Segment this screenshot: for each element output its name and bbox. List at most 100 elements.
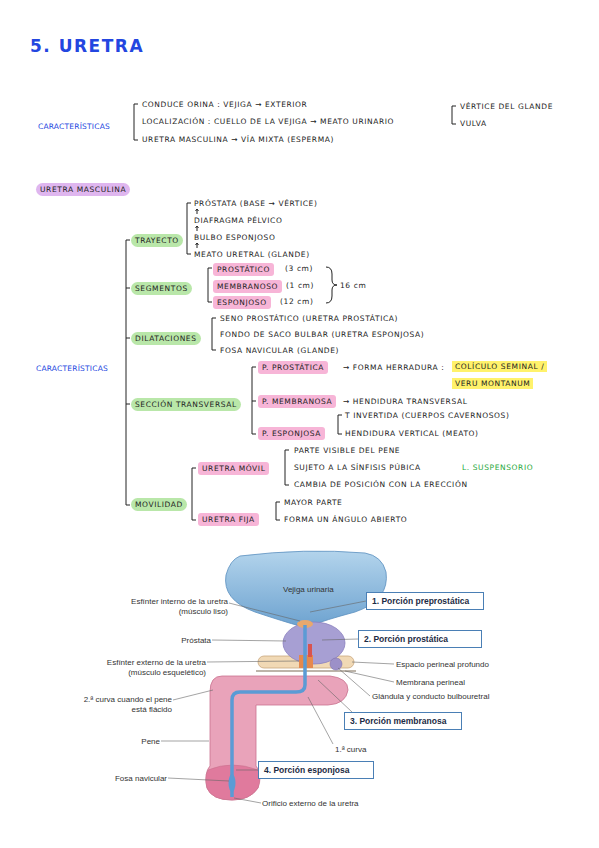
note-label: HENDIDURA VERTICAL (MEATO) [345, 428, 479, 439]
note-label: (3 cm) [285, 263, 313, 274]
note-label: CARACTERÍSTICAS [36, 363, 108, 374]
node-text: P. MEMBRANOSA [262, 397, 332, 406]
callout-box: 3. Porción membranosa [344, 712, 462, 730]
anatomy-label: Pene [120, 737, 160, 747]
leader-line [308, 697, 333, 744]
note-label: CARACTERÍSTICAS [38, 121, 110, 132]
node-text: COLÍCULO SEMINAL / VERU MONTANUM [452, 361, 547, 389]
brace [326, 267, 337, 303]
anatomy-label: Espacio perineal profundo [396, 660, 489, 670]
leader-line [322, 639, 358, 640]
node-text: ESPONJOSO [217, 298, 267, 307]
leader-line [161, 741, 209, 742]
bracket [134, 104, 138, 140]
prostatic-urethra-mark [308, 644, 312, 657]
note-label: (1 cm) [286, 280, 314, 291]
node-text: URETRA MÓVIL [202, 464, 265, 473]
node-text: TRAYECTO [135, 236, 179, 245]
penis-shape [206, 676, 348, 800]
prostate-shape [283, 622, 345, 664]
note-label: 16 cm [340, 280, 366, 291]
note-label: VULVA [460, 118, 487, 129]
anatomy-label: Próstata [151, 636, 211, 646]
bladder-shape [226, 551, 387, 626]
node-text: DILATACIONES [135, 334, 197, 343]
node-text: URETRA MASCULINA [40, 185, 126, 194]
node-text: 4. Porción esponjosa [264, 765, 350, 775]
anatomy-label: Esfínter interno de la uretra (músculo l… [116, 597, 228, 617]
heading-pill: DILATACIONES [131, 332, 201, 345]
node-text: MEMBRANOSO [217, 282, 278, 291]
anatomy-illustration [206, 551, 387, 800]
node-text: 1. Porción preprostática [372, 596, 469, 606]
bracket [192, 468, 196, 520]
leader-line [229, 603, 300, 621]
heading-pill: URETRA MASCULINA [36, 183, 130, 196]
bracket [276, 502, 280, 520]
note-label: PRÓSTATA (BASE → VÉRTICE) [194, 198, 317, 209]
note-label: CONDUCE ORINA : VEJIGA → EXTERIOR [142, 99, 307, 110]
anatomy-label: 2.ª curva cuando el pene está flácido [82, 695, 172, 715]
callout-box: 1. Porción preprostática [366, 592, 484, 610]
note-label: → HENDIDURA TRANSVERSAL [343, 396, 467, 407]
note-label: SENO PROSTÁTICO (URETRA PROSTÁTICA) [220, 313, 398, 324]
leader-line [318, 680, 352, 712]
note-label: L. SUSPENSORIO [462, 462, 533, 473]
bracket [126, 240, 130, 505]
leader-line [352, 662, 394, 664]
leader-line [207, 661, 299, 662]
note-label: FONDO DE SACO BULBAR (URETRA ESPONJOSA) [220, 329, 424, 340]
node-text: MOVILIDAD [135, 500, 183, 509]
bracket [208, 268, 212, 302]
bulbourethral-gland [330, 658, 342, 670]
bracket [187, 203, 191, 254]
leader-line [173, 690, 213, 700]
note-label: MEATO URETRAL (GLANDE) [194, 249, 310, 260]
anatomy-label: Vejiga urinaria [283, 585, 334, 595]
node-text: PROSTÁTICO [217, 265, 270, 274]
note-label: T INVERTIDA (CUERPOS CAVERNOSOS) [345, 410, 509, 421]
bracket [212, 318, 216, 350]
node-text: 3. Porción membranosa [350, 716, 446, 726]
highlight-mark: MEMBRANOSO [213, 280, 282, 293]
heading-pill: MOVILIDAD [131, 498, 187, 511]
bracket [338, 415, 342, 434]
highlight-mark: PROSTÁTICO [213, 263, 274, 276]
note-label: VÉRTICE DEL GLANDE [460, 101, 553, 112]
leader-line [236, 770, 258, 771]
highlight-mark: URETRA MÓVIL [198, 462, 269, 475]
node-text: 2. Porción prostática [364, 634, 448, 644]
leader-line [168, 778, 229, 781]
note-label: SUJETO A LA SÍNFISIS PÚBICA [294, 462, 421, 473]
heading-pill: SECCIÓN TRANSVERSAL [131, 398, 241, 411]
note-label: (12 cm) [280, 296, 313, 307]
leader-line [310, 601, 366, 612]
leader-line [212, 640, 286, 641]
anatomy-label: Glándula y conducto bulbouretral [372, 692, 489, 702]
heading-pill: SEGMENTOS [131, 282, 192, 295]
note-label: FOSA NAVICULAR (GLANDE) [220, 345, 339, 356]
bracket [452, 106, 456, 124]
highlight-mark: ESPONJOSO [213, 296, 271, 309]
node-text: P. ESPONJOSA [262, 429, 321, 438]
node-text: URETRA FIJA [202, 515, 255, 524]
anatomy-label: Fosa navicular [87, 774, 167, 784]
node-text: SECCIÓN TRANSVERSAL [135, 400, 237, 409]
highlight-mark: P. PROSTÁTICA [258, 361, 328, 374]
callout-box: 2. Porción prostática [358, 630, 482, 648]
navicular-fossa [229, 774, 236, 792]
highlight-mark: URETRA FIJA [198, 513, 259, 526]
highlight-mark: P. MEMBRANOSA [258, 395, 336, 408]
heading-pill: TRAYECTO [131, 234, 183, 247]
note-label: MAYOR PARTE [284, 497, 342, 508]
note-label: → FORMA HERRADURA : [343, 362, 444, 373]
note-label: FORMA UN ÁNGULO ABIERTO [284, 514, 407, 525]
bracket [285, 450, 289, 485]
callout-box: 4. Porción esponjosa [258, 761, 374, 779]
arrow-symbol [196, 209, 199, 248]
leader-line [234, 798, 261, 803]
note-label: LOCALIZACIÓN : CUELLO DE LA VEJIGA → MEA… [142, 116, 394, 127]
note-label: PARTE VISIBLE DEL PENE [294, 445, 400, 456]
